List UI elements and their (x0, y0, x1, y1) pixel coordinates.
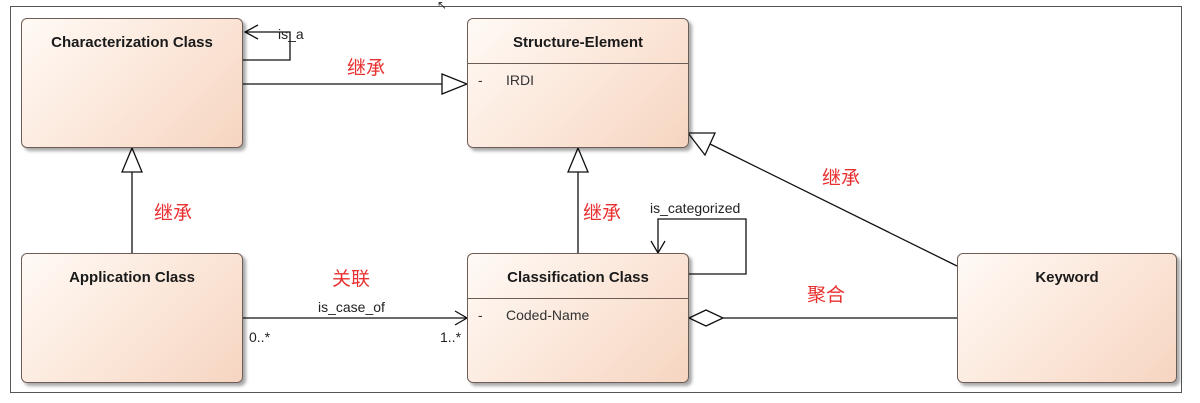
class-attribute: - Coded-Name (478, 307, 589, 323)
is-categorized-label: is_categorized (650, 200, 741, 216)
generalization-arrowhead-icon (686, 132, 717, 157)
is-categorized-self-loop (657, 218, 747, 275)
structure-element-class-box[interactable]: Structure-Element - IRDI (467, 18, 689, 148)
attribute-name: Coded-Name (506, 307, 590, 323)
diagram-frame (10, 6, 1182, 393)
is-a-self-loop (243, 31, 291, 61)
attribute-visibility: - (478, 72, 483, 88)
class-compartment-divider (468, 63, 688, 64)
is-a-label: is_a (278, 26, 304, 42)
class-attribute: - IRDI (478, 72, 534, 88)
class-compartment-divider (468, 298, 688, 299)
mouse-cursor-icon: ↖ (437, 0, 448, 12)
class-name: Structure-Element (512, 34, 644, 51)
aggregation-diamond-icon (687, 309, 725, 327)
class-name: Characterization Class (51, 34, 213, 51)
generalization-arrowhead-icon (121, 146, 143, 173)
application-class-box[interactable]: Application Class (21, 253, 243, 383)
characterization-class-box[interactable]: Characterization Class (21, 18, 243, 148)
generalization-arrowhead-icon (567, 146, 589, 173)
inheritance-annotation: 继承 (154, 202, 193, 224)
is-a-arrowhead-icon (243, 24, 259, 40)
aggregation-annotation: 聚合 (807, 284, 846, 306)
classification-class-box[interactable]: Classification Class - Coded-Name (467, 253, 689, 383)
keyword-class-box[interactable]: Keyword (957, 253, 1177, 383)
inheritance-annotation: 继承 (347, 57, 386, 79)
attribute-visibility: - (478, 307, 483, 323)
attribute-name: IRDI (506, 72, 534, 88)
inheritance-annotation: 继承 (822, 167, 861, 189)
generalization-arrowhead-icon (441, 73, 469, 95)
source-multiplicity-label: 0..* (249, 329, 271, 345)
inheritance-annotation: 继承 (583, 202, 622, 224)
association-annotation: 关联 (332, 268, 371, 290)
class-name: Classification Class (507, 269, 649, 286)
class-name: Application Class (69, 269, 195, 286)
is-case-of-label: is_case_of (318, 299, 385, 315)
class-name: Keyword (1035, 269, 1099, 286)
target-multiplicity-label: 1..* (440, 329, 462, 345)
generalization-keyword-to-structure (709, 143, 958, 267)
